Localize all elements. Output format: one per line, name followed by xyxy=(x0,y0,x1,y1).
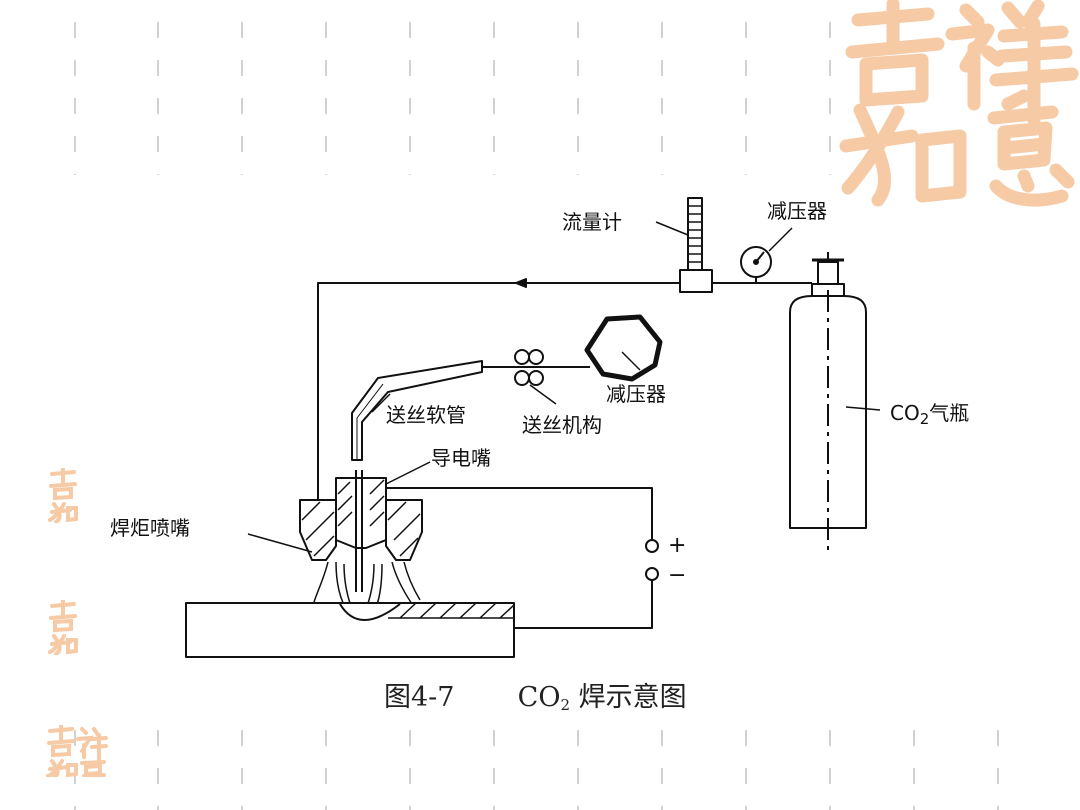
label-wire-feeder: 送丝机构 xyxy=(522,413,602,437)
feeder-leader xyxy=(529,384,557,405)
label-co2-cylinder: CO2气瓶 xyxy=(890,401,970,428)
hose-leader xyxy=(371,393,391,413)
flowmeter xyxy=(679,197,713,293)
wire-feed-rollers xyxy=(514,349,544,386)
circuit-negative xyxy=(514,580,653,629)
label-torch-nozzle: 焊炬喷嘴 xyxy=(110,516,190,540)
label-regulator-top: 减压器 xyxy=(767,199,827,223)
terminal-positive xyxy=(645,539,659,553)
wire-feed-hose xyxy=(351,360,483,461)
flowmeter-leader xyxy=(655,221,689,236)
workpiece xyxy=(185,602,515,658)
watermark-seal-small-2 xyxy=(48,600,78,655)
gas-flow-arrow xyxy=(515,278,527,288)
terminal-negative xyxy=(645,567,659,581)
wire-spool xyxy=(584,314,663,382)
pressure-gauge xyxy=(740,246,772,283)
circuit-positive xyxy=(386,487,653,540)
figure-caption: 图4-7 CO2 焊示意图 xyxy=(384,684,687,713)
watermark-seal-small-3 xyxy=(46,725,108,777)
spool-regulator-leader xyxy=(621,351,641,371)
co2-cylinder xyxy=(789,252,867,552)
contact-tip xyxy=(335,470,387,592)
label-regulator-reel: 减压器 xyxy=(606,382,666,406)
regulator-leader-top xyxy=(768,227,793,252)
watermark-seal-large xyxy=(839,0,1079,207)
nozzle-leader xyxy=(247,533,313,553)
label-negative: − xyxy=(668,563,687,588)
torch-nozzle xyxy=(299,499,423,561)
label-wire-feed-hose: 送丝软管 xyxy=(386,403,466,427)
cylinder-leader xyxy=(845,406,881,411)
gas-line xyxy=(317,282,680,505)
contact-tip-leader xyxy=(385,461,431,485)
label-contact-tip: 导电嘴 xyxy=(431,446,491,470)
caption-title: CO2 焊示意图 xyxy=(517,682,687,714)
caption-number: 图4-7 xyxy=(384,682,455,713)
label-flowmeter: 流量计 xyxy=(562,210,622,234)
watermark-seal-small-1 xyxy=(48,468,78,523)
label-positive: + xyxy=(668,533,687,558)
